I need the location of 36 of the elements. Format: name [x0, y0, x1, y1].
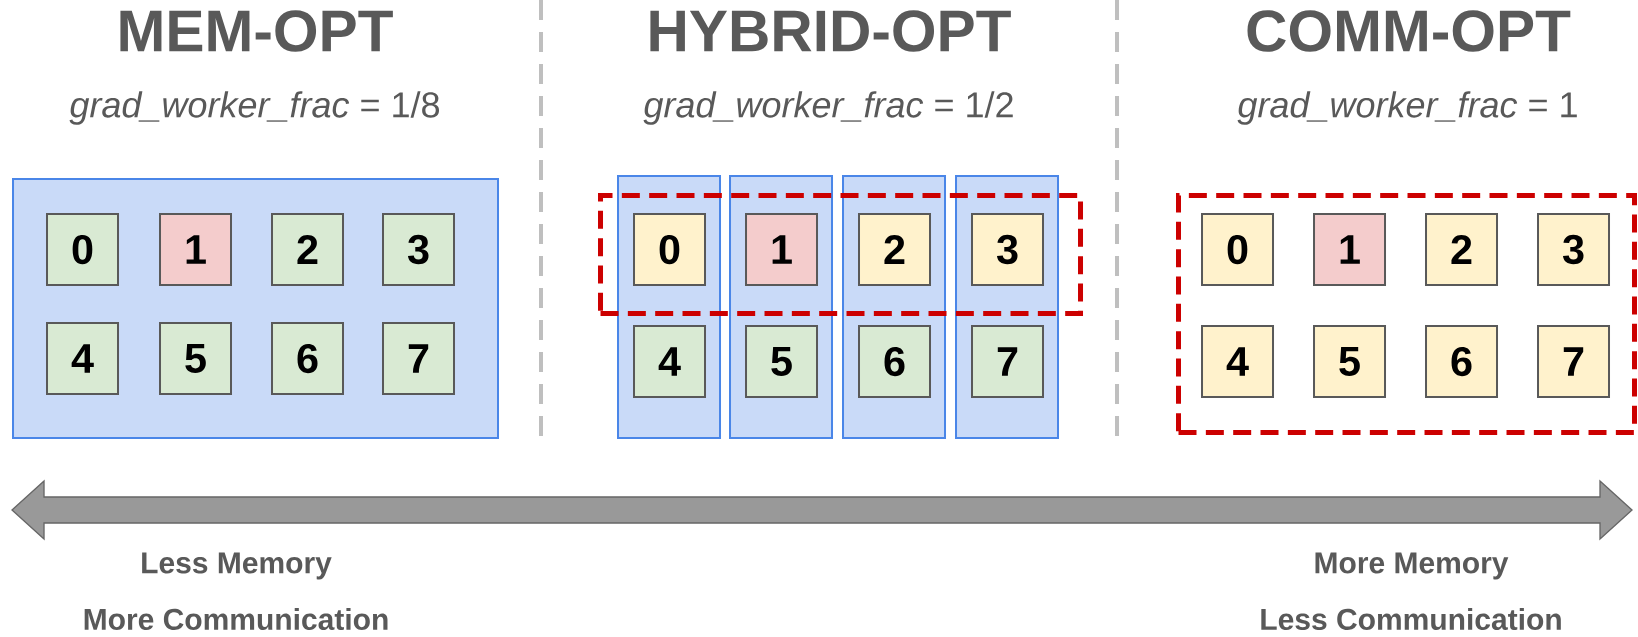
worker-box: 6: [1425, 325, 1498, 398]
parameter-label: grad_worker_frac = 1/2: [643, 91, 1013, 125]
worker-box: 6: [858, 325, 931, 398]
worker-box: 5: [745, 325, 818, 398]
worker-box: 0: [1201, 213, 1274, 286]
worker-box: 1: [745, 213, 818, 286]
worker-box: 5: [1313, 325, 1386, 398]
worker-box: 2: [271, 213, 344, 286]
panel-title: HYBRID-OPT: [650, 10, 1011, 52]
worker-box: 7: [1537, 325, 1610, 398]
worker-box: 4: [1201, 325, 1274, 398]
trade-off-label: More Communication: [84, 608, 388, 630]
parameter-label: grad_worker_frac = 1: [1237, 91, 1577, 125]
panel-title: MEM-OPT: [120, 10, 393, 52]
worker-box: 6: [271, 322, 344, 395]
worker-box: 3: [971, 213, 1044, 286]
trade-off-label: Less Memory: [142, 552, 332, 580]
worker-box: 2: [858, 213, 931, 286]
worker-box: 7: [382, 322, 455, 395]
parameter-label: grad_worker_frac = 1/8: [69, 91, 439, 125]
worker-box: 0: [46, 213, 119, 286]
worker-box: 2: [1425, 213, 1498, 286]
worker-box: 7: [971, 325, 1044, 398]
worker-box: 0: [633, 213, 706, 286]
dashed-outline: [1176, 193, 1637, 435]
worker-box: 1: [159, 213, 232, 286]
worker-box: 5: [159, 322, 232, 395]
panel-title: COMM-OPT: [1247, 10, 1571, 52]
worker-box: 3: [382, 213, 455, 286]
worker-box: 3: [1537, 213, 1610, 286]
worker-box: 4: [633, 325, 706, 398]
trade-off-label: Less Communication: [1261, 608, 1561, 630]
worker-box: 4: [46, 322, 119, 395]
worker-box: 1: [1313, 213, 1386, 286]
dashed-outline: [598, 193, 1083, 316]
trade-off-label: More Memory: [1315, 552, 1509, 580]
